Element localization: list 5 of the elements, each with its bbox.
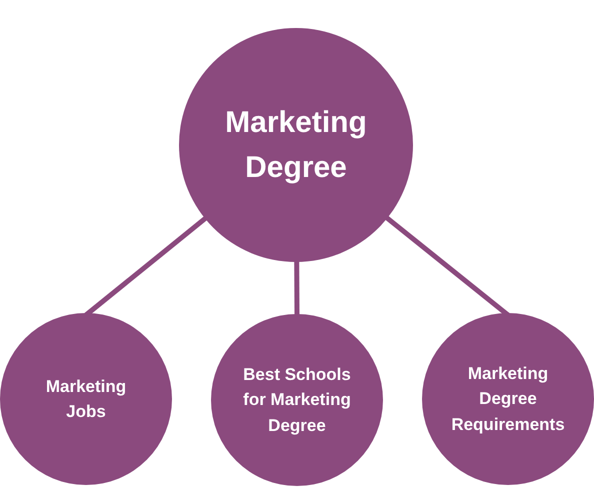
- topic-label: Marketing Degree Requirements: [450, 362, 566, 436]
- topic-label: Marketing Jobs: [44, 376, 128, 423]
- topic-label: Best Schools for Marketing Degree: [242, 364, 352, 437]
- connector-line: [294, 260, 300, 316]
- topic-label: Marketing Degree: [224, 105, 368, 186]
